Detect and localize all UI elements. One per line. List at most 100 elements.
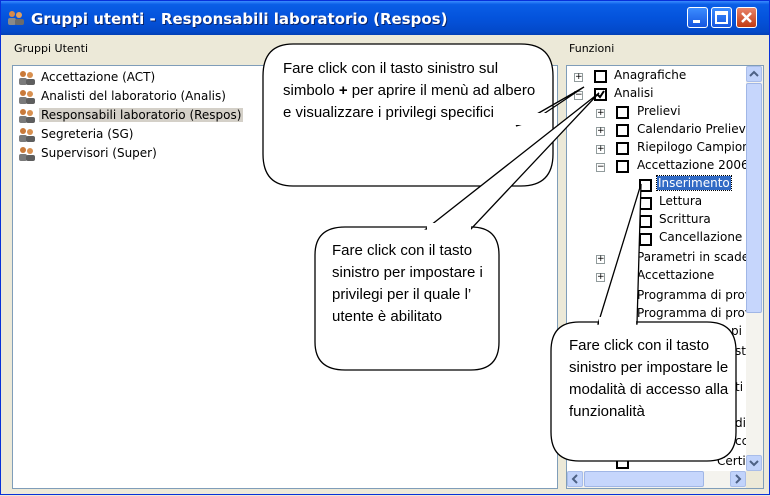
tree-node-partial[interactable]: ti: [567, 380, 747, 398]
callout-text: Fare click con il tasto sinistro sul sim…: [283, 60, 499, 99]
group-label: Analisti del laboratorio (Analis): [41, 89, 226, 103]
scrollbar-corner: [746, 471, 763, 488]
vertical-scrollbar[interactable]: [746, 66, 763, 472]
tree-node-partial[interactable]: di: [567, 416, 747, 434]
callout-open-tree: Fare click con il tasto sinistro sul sim…: [283, 58, 545, 124]
tree-node-partial[interactable]: st: [567, 344, 747, 362]
callout-text: Fare click con il tasto sinistro per imp…: [332, 242, 483, 325]
tree-node-label: Anagrafiche: [614, 68, 687, 82]
tree-node-label: Lettura: [659, 194, 703, 208]
expand-plus-icon[interactable]: +: [596, 126, 605, 136]
tree-node-label: Parametri in scaden: [637, 250, 757, 264]
expand-plus-icon[interactable]: +: [574, 72, 583, 82]
window-title: Gruppi utenti - Responsabili laboratorio…: [31, 10, 448, 28]
callout-set-privileges: Fare click con il tasto sinistro per imp…: [332, 240, 492, 328]
tree-node-label: pi: [731, 324, 742, 338]
tree-node-label: Inserimento: [656, 175, 732, 191]
expand-plus-icon[interactable]: +: [596, 108, 605, 118]
callout-text: per aprire il menù ad albero e visualizz…: [283, 82, 536, 121]
collapse-minus-icon[interactable]: −: [574, 90, 583, 100]
scroll-up-button[interactable]: [746, 66, 762, 82]
checkbox[interactable]: [616, 106, 629, 119]
chevron-up-icon: [749, 70, 759, 77]
tree-node-programma-prova[interactable]: Programma di prova: [567, 306, 759, 324]
tree-node-label: Calendario Prelievi: [637, 122, 750, 136]
functions-panel-label: Funzioni: [569, 42, 615, 55]
scroll-left-button[interactable]: [567, 471, 583, 487]
groups-panel-label: Gruppi Utenti: [14, 42, 89, 55]
tree-node-label: Programma di prova: [637, 288, 760, 302]
tree-node-label: Accettazione 2006: [637, 158, 749, 172]
users-group-icon: [19, 109, 35, 123]
tree-node-label: ti: [735, 380, 744, 394]
list-item[interactable]: Analisti del laboratorio (Analis): [15, 87, 555, 106]
list-item-selected[interactable]: Responsabili laboratorio (Respos): [15, 106, 555, 125]
list-item[interactable]: Supervisori (Super): [15, 144, 555, 163]
horizontal-scrollbar[interactable]: [567, 471, 747, 488]
checkbox[interactable]: [616, 124, 629, 137]
minimize-button[interactable]: [687, 7, 708, 28]
tree-node-label: Riepilogo Campioni: [637, 140, 754, 154]
tree-node-anagrafiche[interactable]: + Anagrafiche: [567, 68, 747, 86]
users-group-icon: [19, 71, 35, 85]
group-label: Supervisori (Super): [41, 146, 157, 160]
tree-node-partial[interactable]: pi: [567, 324, 747, 342]
tree-node-label: st: [735, 344, 746, 358]
users-group-icon: [19, 147, 35, 161]
tree-node-label: Analisi: [614, 86, 654, 100]
tree-node-riepilogo-campioni[interactable]: + Riepilogo Campioni: [567, 140, 753, 158]
checkbox[interactable]: [594, 70, 607, 83]
scroll-down-button[interactable]: [746, 455, 762, 471]
list-item[interactable]: Accettazione (ACT): [15, 68, 555, 87]
users-group-icon: [19, 90, 35, 104]
tree-node-label: cc: [735, 434, 749, 448]
tree-node-lettura[interactable]: Lettura: [567, 194, 747, 212]
tree-node-inserimento[interactable]: Inserimento: [567, 175, 747, 194]
expand-plus-icon[interactable]: +: [596, 272, 605, 282]
tree-node-accettazione[interactable]: + Accettazione: [567, 268, 747, 286]
tree-node-calendario-prelievi[interactable]: + Calendario Prelievi: [567, 122, 750, 140]
callout-text: Fare click con il tasto sinistro per imp…: [569, 337, 729, 420]
tree-node-accettazione-2006[interactable]: − Accettazione 2006: [567, 158, 749, 176]
tree-node-label: Prelievi: [637, 104, 681, 118]
collapse-minus-icon[interactable]: −: [596, 162, 605, 172]
chevron-down-icon: [749, 460, 759, 467]
tree-node-label: Accettazione: [637, 268, 715, 282]
tree-node-scrittura[interactable]: Scrittura: [567, 212, 747, 230]
close-icon: [741, 12, 752, 23]
chevron-right-icon: [735, 474, 742, 484]
group-label: Accettazione (ACT): [41, 70, 156, 84]
close-button[interactable]: [736, 7, 757, 28]
tree-node-label: Programma di prova: [637, 306, 760, 320]
callout-access-modes: Fare click con il tasto sinistro per imp…: [569, 335, 729, 423]
scroll-thumb[interactable]: [746, 83, 762, 313]
group-label: Segreteria (SG): [41, 127, 134, 141]
tree-node-prelievi[interactable]: + Prelievi: [567, 104, 747, 122]
maximize-icon: [715, 11, 728, 24]
chevron-left-icon: [571, 474, 578, 484]
title-bar[interactable]: Gruppi utenti - Responsabili laboratorio…: [1, 1, 769, 35]
tree-node-label: Cancellazione: [659, 230, 743, 244]
callout-plus-symbol: +: [338, 82, 348, 99]
scroll-right-button[interactable]: [730, 471, 746, 487]
users-group-icon: [19, 128, 35, 142]
maximize-button[interactable]: [711, 7, 732, 28]
tree-node-cancellazione[interactable]: Cancellazione: [567, 230, 747, 248]
group-label: Responsabili laboratorio (Respos): [39, 108, 244, 122]
expand-plus-icon[interactable]: +: [596, 144, 605, 154]
users-group-icon: [8, 11, 24, 25]
expand-plus-icon[interactable]: +: [596, 254, 605, 264]
minimize-icon: [693, 20, 700, 23]
hscroll-thumb[interactable]: [584, 471, 704, 487]
tree-node-programma-prova[interactable]: Programma di prova: [567, 288, 759, 306]
tree-node-parametri[interactable]: + Parametri in scaden: [567, 250, 757, 268]
tree-node-partial[interactable]: cc: [567, 434, 749, 452]
tree-node-analisi[interactable]: − Analisi: [567, 86, 747, 104]
list-item[interactable]: Segreteria (SG): [15, 125, 555, 144]
checkbox[interactable]: [616, 160, 629, 173]
checkbox[interactable]: [616, 142, 629, 155]
tree-node-label: Scrittura: [659, 212, 711, 226]
tree-node-label: di: [735, 416, 746, 430]
